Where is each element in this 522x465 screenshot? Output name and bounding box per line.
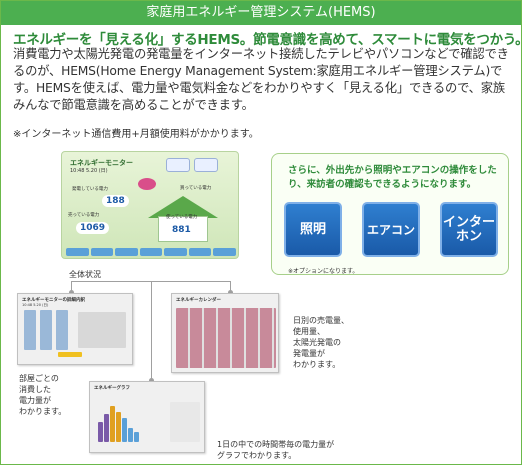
calendar-caption: 日別の売電量、 使用量、 太陽光発電の 発電量が わかります。: [293, 316, 349, 369]
house-graphic: [148, 196, 218, 242]
used-label: 使っている電力: [166, 215, 198, 220]
generated-value: 188: [102, 195, 129, 207]
page-title: 家庭用エネルギー管理システム(HEMS): [1, 1, 521, 25]
description-text: 消費電力や太陽光発電の発電量をインターネット接続したテレビやパソコンなどで確認で…: [13, 47, 509, 112]
connector-dot: [69, 290, 74, 295]
connector-line: [71, 281, 72, 293]
connector-line: [151, 281, 152, 381]
connector-line: [230, 281, 231, 293]
aircon-button[interactable]: エアコン: [362, 202, 420, 257]
headline: エネルギーを「見える化」するHEMS。節電意識を高めて、スマートに電気をつかう。: [13, 32, 522, 48]
used-value: 881: [168, 224, 195, 236]
lighting-button[interactable]: 照明: [284, 202, 342, 257]
room-screen-date: 10:48 5.20 (日): [22, 303, 49, 307]
monitor-title: エネルギーモニター: [70, 159, 133, 167]
status-box: [194, 158, 218, 172]
overview-caption: 全体状況: [69, 270, 101, 279]
room-screen-title: エネルギーモニターの詳細内訳: [22, 298, 85, 303]
calendar-screen-title: エネルギーカレンダー: [176, 298, 221, 303]
graph-screen-title: エネルギーグラフ: [94, 386, 130, 391]
connector-dot: [149, 378, 154, 383]
remote-description: さらに、外出先から照明やエアコンの操作をしたり、来訪者の確認もできるようになりま…: [288, 165, 497, 190]
sold-label: 売っている電力: [68, 213, 100, 218]
energy-monitor-screen: エネルギーモニター 10:48 5.20 (日) 発電している電力 188 売っ…: [61, 151, 239, 259]
room-detail-screen: エネルギーモニターの詳細内訳 10:48 5.20 (日): [17, 293, 133, 365]
graph-screen: エネルギーグラフ: [89, 381, 205, 453]
option-note: ※オプションになります。: [288, 268, 359, 275]
buy-label: 買っている電力: [180, 186, 212, 191]
status-box: [166, 158, 190, 172]
generated-label: 発電している電力: [72, 187, 108, 192]
monitor-date: 10:48 5.20 (日): [70, 168, 108, 174]
connector-dot: [228, 290, 233, 295]
sold-value: 1069: [76, 222, 110, 234]
remote-control-panel: さらに、外出先から照明やエアコンの操作をしたり、来訪者の確認もできるようになりま…: [271, 153, 509, 275]
cost-note: ※インターネット通信費用+月額使用料がかかります。: [13, 129, 259, 140]
room-caption: 部屋ごとの 消費した 電力量が わかります。: [19, 374, 67, 416]
graph-caption: 1日の中での時間帯毎の電力量が グラフでわかります。: [217, 440, 335, 460]
intercom-button[interactable]: インター ホン: [440, 202, 498, 257]
monitor-menu-buttons[interactable]: [66, 248, 237, 256]
buy-bubble: [138, 178, 156, 190]
calendar-screen: エネルギーカレンダー: [171, 293, 279, 373]
